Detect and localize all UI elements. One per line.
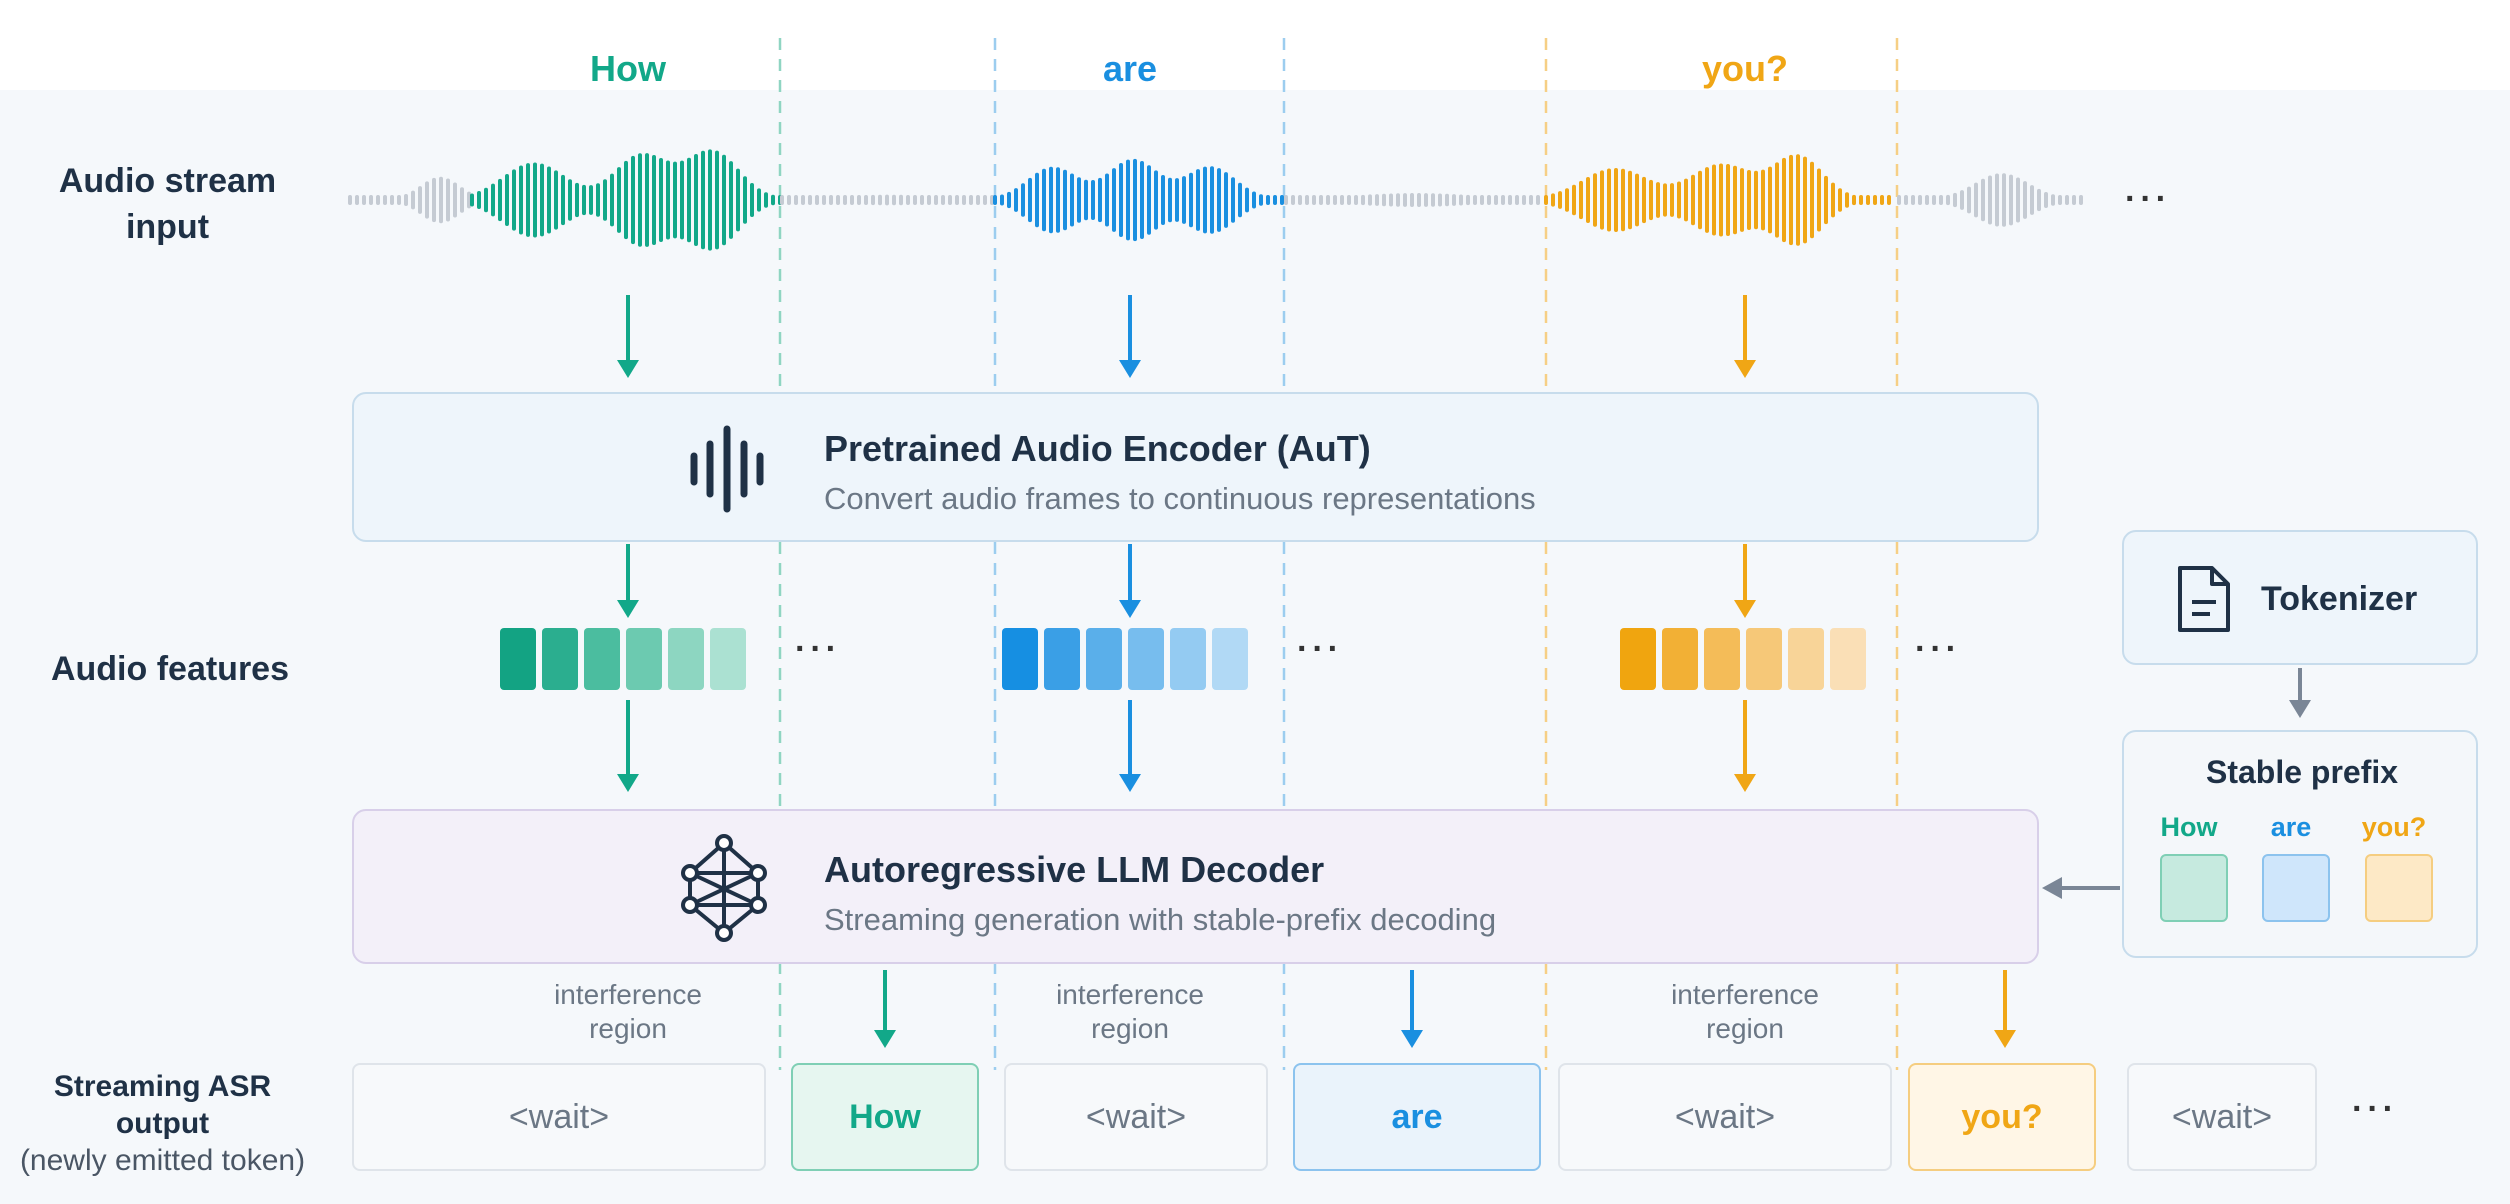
word-how: How (590, 48, 666, 89)
neural-network-icon (681, 834, 767, 942)
feature-block-you (1830, 628, 1866, 690)
feature-block-you (1746, 628, 1782, 690)
stable-prefix-box: Stable prefix How are you? (2122, 730, 2478, 958)
interference-label-3: interference region (1625, 978, 1865, 1046)
decoder-subtitle: Streaming generation with stable-prefix … (824, 902, 1497, 937)
feature-block-are (1044, 628, 1080, 690)
output-ellipsis: ··· (2352, 1090, 2398, 1128)
arrow-down-icon (617, 600, 639, 618)
arrow-down-icon (1401, 1030, 1423, 1048)
encoder-title: Pretrained Audio Encoder (AuT) (824, 428, 1371, 469)
arrow-down-icon (874, 1030, 896, 1048)
interference-line2: region (589, 1013, 667, 1044)
feature-block-how (710, 628, 746, 690)
feature-block-you (1662, 628, 1698, 690)
background-band (0, 90, 2510, 1204)
arrow-left-icon (2042, 877, 2062, 899)
arrow-down-icon (2289, 700, 2311, 718)
feature-block-you (1704, 628, 1740, 690)
arrow-down-icon (1734, 600, 1756, 618)
audio-input-label-line1: Audio stream (58, 162, 277, 200)
audio-input-label-line2: input (125, 208, 210, 246)
asr-output-label: Streaming ASR output (newly emitted toke… (10, 1068, 315, 1179)
decoder-title: Autoregressive LLM Decoder (824, 849, 1325, 890)
feature-block-how (626, 628, 662, 690)
output-token-how: How (791, 1063, 979, 1171)
prefix-chip-are (2262, 854, 2330, 922)
asr-output-label-line1: Streaming ASR (53, 1070, 272, 1103)
interference-line2: region (1706, 1013, 1784, 1044)
arrow-down-icon (1734, 774, 1756, 792)
tokenizer-label: Tokenizer (2261, 580, 2418, 618)
stable-prefix-title: Stable prefix (2205, 754, 2399, 790)
decoder-box: Autoregressive LLM Decoder Streaming gen… (352, 809, 2039, 964)
feature-ellipsis-3: ··· (1915, 630, 1961, 668)
arrow-down-icon (617, 774, 639, 792)
wave-ellipsis: ··· (2125, 180, 2171, 218)
interference-label-2: interference region (1010, 978, 1250, 1046)
feature-block-are (1212, 628, 1248, 690)
feature-block-how (584, 628, 620, 690)
arrow-down-icon (1734, 360, 1756, 378)
interference-line2: region (1091, 1013, 1169, 1044)
feature-block-are (1128, 628, 1164, 690)
audio-features-label: Audio features (50, 650, 290, 688)
word-are: are (1102, 48, 1158, 89)
asr-output-label-line3: (newly emitted token) (19, 1144, 306, 1177)
interference-line1: interference (554, 979, 702, 1010)
interference-label-1: interference region (508, 978, 748, 1046)
prefix-token-are: are (2270, 812, 2312, 842)
feature-block-how (500, 628, 536, 690)
document-icon (2178, 566, 2230, 632)
word-you: you? (1702, 48, 1788, 89)
arrow-down-icon (1119, 600, 1141, 618)
feature-block-how (668, 628, 704, 690)
arrow-down-icon (1994, 1030, 2016, 1048)
interference-line1: interference (1056, 979, 1204, 1010)
feature-ellipsis-2: ··· (1297, 630, 1343, 668)
arrow-down-icon (1119, 360, 1141, 378)
prefix-token-how: How (2160, 812, 2218, 842)
waveform-icon (690, 425, 764, 513)
prefix-chip-you (2365, 854, 2433, 922)
tokenizer-box: Tokenizer (2122, 530, 2478, 665)
interference-line1: interference (1671, 979, 1819, 1010)
feature-block-are (1002, 628, 1038, 690)
feature-ellipsis-1: ··· (795, 630, 841, 668)
feature-block-are (1170, 628, 1206, 690)
feature-block-you (1788, 628, 1824, 690)
feature-block-how (542, 628, 578, 690)
audio-input-label: Audio stream input (30, 158, 305, 250)
output-token-wait: <wait> (352, 1063, 766, 1171)
output-token-are: are (1293, 1063, 1541, 1171)
arrow-down-icon (1119, 774, 1141, 792)
output-token-wait: <wait> (1004, 1063, 1268, 1171)
output-token-you: you? (1908, 1063, 2096, 1171)
output-token-wait: <wait> (1558, 1063, 1892, 1171)
prefix-token-you: you? (2361, 812, 2427, 842)
prefix-chip-how (2160, 854, 2228, 922)
asr-output-label-line2: output (115, 1107, 210, 1140)
arrow-down-icon (617, 360, 639, 378)
output-token-wait: <wait> (2127, 1063, 2317, 1171)
encoder-subtitle: Convert audio frames to continuous repre… (824, 481, 1536, 516)
feature-block-are (1086, 628, 1122, 690)
encoder-box: Pretrained Audio Encoder (AuT) Convert a… (352, 392, 2039, 542)
feature-block-you (1620, 628, 1656, 690)
